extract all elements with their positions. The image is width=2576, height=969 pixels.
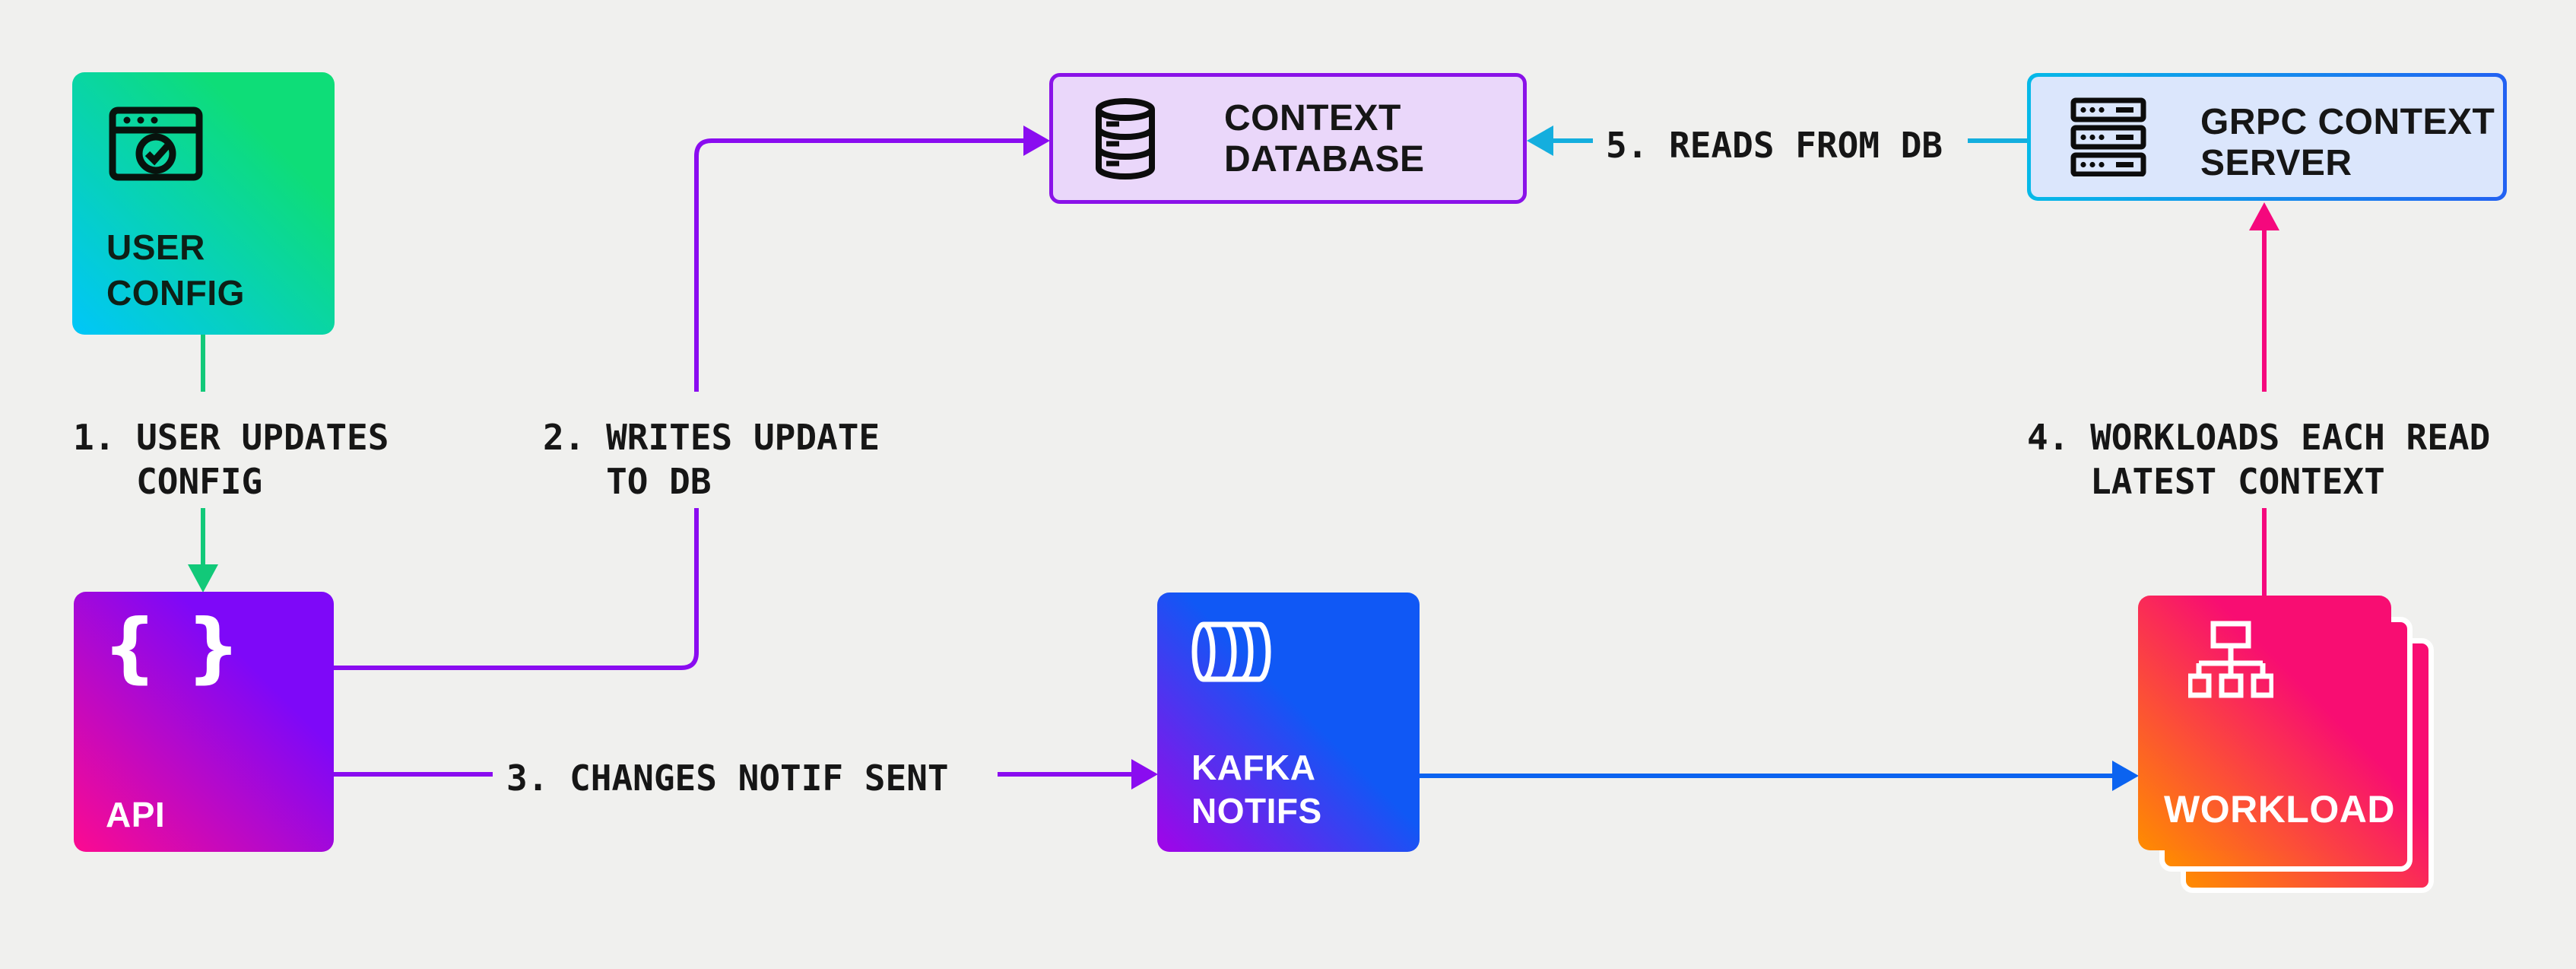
grpc-context-server-label: GRPC CONTEXT SERVER bbox=[2200, 102, 2495, 183]
step2-line-lower bbox=[334, 508, 699, 670]
context-database-label: CONTEXT DATABASE bbox=[1224, 98, 1425, 180]
step2-line-upper bbox=[694, 138, 1023, 392]
node-grpc-context-server: GRPC CONTEXT SERVER bbox=[2027, 73, 2507, 201]
edge-step3 bbox=[334, 759, 1158, 789]
database-icon bbox=[1096, 98, 1155, 180]
edge-step1 bbox=[188, 335, 218, 593]
workload-card-front: WORKLOAD bbox=[2138, 596, 2394, 850]
server-rack-icon bbox=[2070, 97, 2146, 176]
grpc-context-server-body: GRPC CONTEXT SERVER bbox=[2031, 77, 2503, 197]
step5-arrowhead bbox=[1527, 125, 1553, 156]
step1-label: 1. USER UPDATES CONFIG bbox=[73, 417, 389, 502]
step1-arrowhead bbox=[188, 564, 218, 593]
kafka-notifs-label: KAFKA NOTIFS bbox=[1191, 748, 1322, 831]
workload-label: WORKLOAD bbox=[2164, 788, 2395, 831]
workload-tree-icon bbox=[2188, 621, 2273, 698]
node-context-database: CONTEXT DATABASE bbox=[1049, 73, 1527, 204]
node-api: { } API bbox=[74, 592, 334, 852]
node-kafka-notifs: KAFKA NOTIFS bbox=[1157, 593, 1420, 852]
step2-label: 2. WRITES UPDATE TO DB bbox=[543, 417, 880, 502]
step3-arrowhead bbox=[1131, 759, 1158, 789]
edge-kafka-to-workload bbox=[1420, 761, 2139, 791]
edge-step5 bbox=[1527, 125, 2027, 156]
step3-label: 3. CHANGES NOTIF SENT bbox=[506, 758, 949, 799]
step4-arrowhead bbox=[2249, 202, 2279, 230]
edge-step4 bbox=[2249, 202, 2279, 596]
kafka-workload-arrowhead bbox=[2112, 761, 2139, 791]
user-config-label: USER CONFIG bbox=[106, 227, 245, 313]
kafka-pipe-icon bbox=[1191, 621, 1271, 682]
step2-arrowhead bbox=[1023, 125, 1050, 156]
node-user-config: USER CONFIG bbox=[72, 72, 335, 335]
browser-check-icon bbox=[109, 106, 203, 181]
node-workload: WORKLOAD bbox=[2138, 596, 2438, 896]
edge-step2 bbox=[334, 125, 1050, 670]
step5-label: 5. READS FROM DB bbox=[1606, 125, 1943, 166]
code-braces-icon: { } bbox=[103, 602, 243, 691]
api-label: API bbox=[106, 795, 166, 834]
step4-label: 4. WORKLOADS EACH READ LATEST CONTEXT bbox=[2027, 417, 2491, 502]
